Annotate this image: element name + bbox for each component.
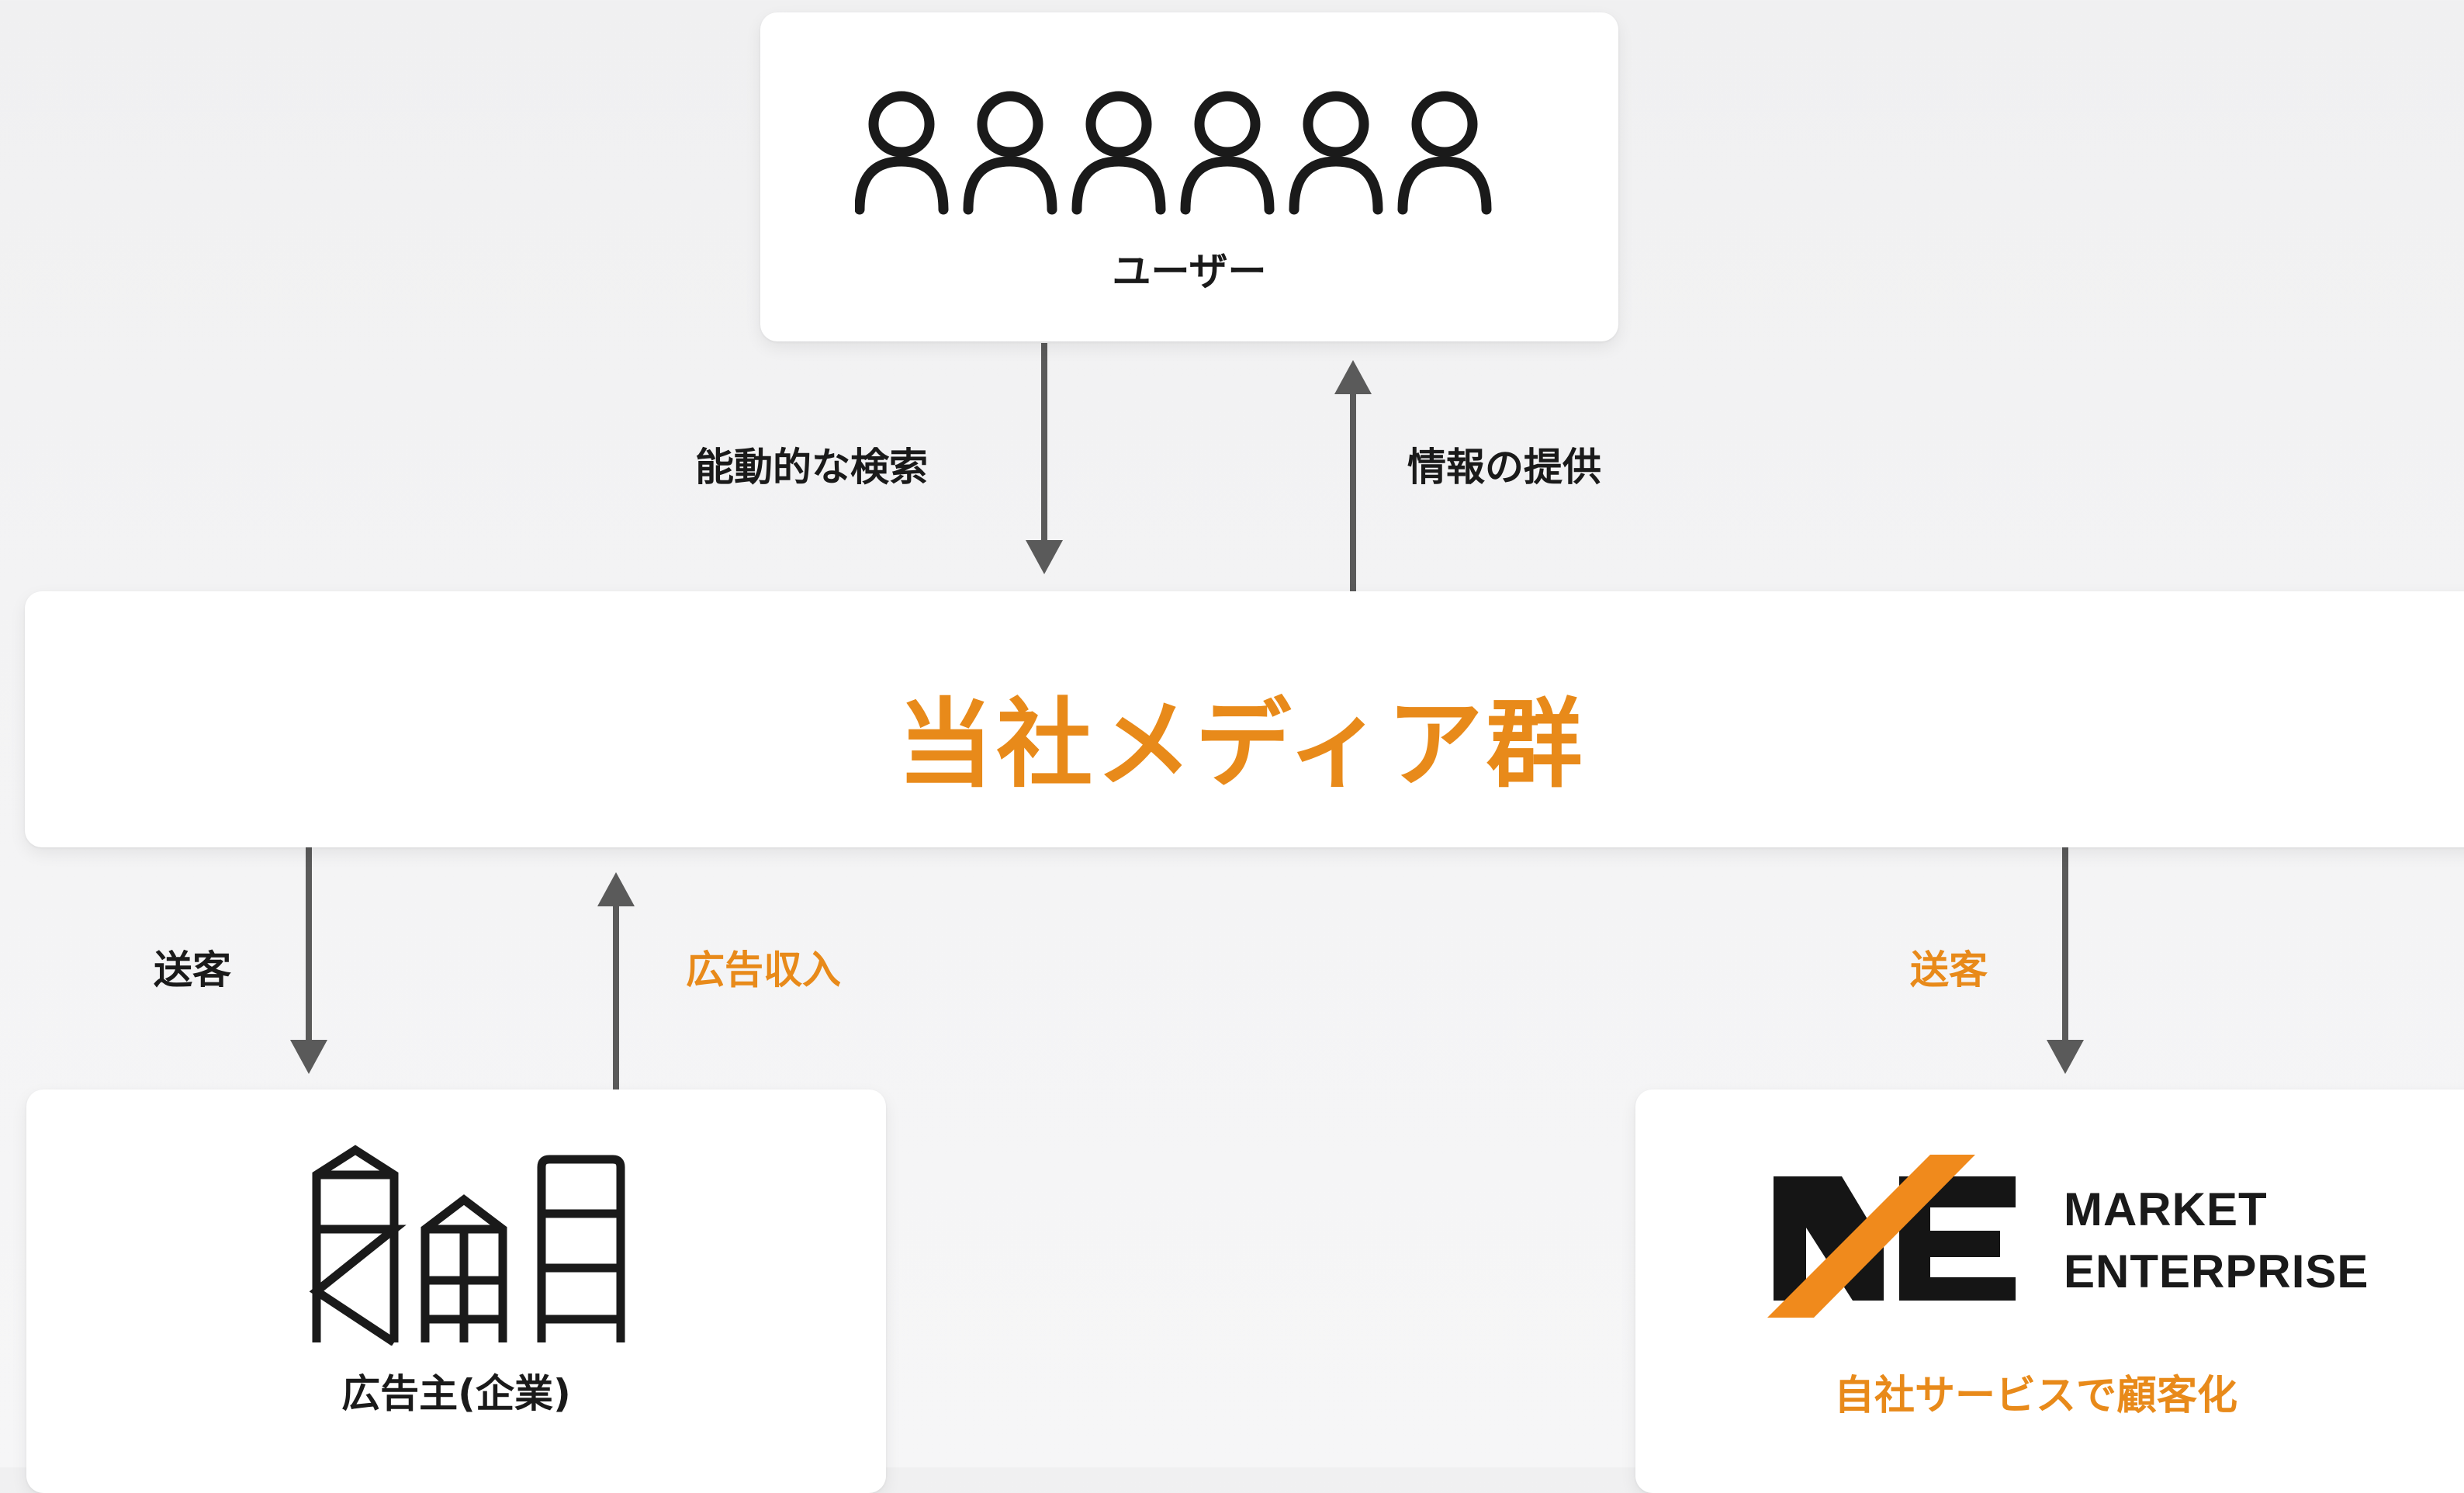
user-icon <box>1071 91 1166 215</box>
user-icon <box>1289 91 1383 215</box>
buildings-icon <box>309 1145 625 1346</box>
market-enterprise-title: 自社サービスで顧客化 <box>1833 1373 2237 1419</box>
edge-label-send-advertiser: 送客 <box>154 947 231 992</box>
advertiser-title: 広告主(企業) <box>341 1371 571 1416</box>
users-title: ユーザー <box>1112 249 1267 294</box>
market-enterprise-node: MARKET ENTERPRISE 自社サービスで顧客化 <box>1635 1089 2464 1493</box>
media-title: 当社メディア群 <box>897 689 1586 801</box>
user-icon <box>1397 91 1492 215</box>
edge-label-search: 能動的な検索 <box>695 445 928 490</box>
market-enterprise-logo-icon <box>1767 1155 2016 1318</box>
arrow-send-me-down <box>2047 847 2084 1074</box>
logo-text-market: MARKET <box>2064 1183 2268 1235</box>
edge-label-ad-revenue: 広告収入 <box>686 947 841 992</box>
user-icon <box>855 91 949 215</box>
arrow-info-up <box>1334 360 1372 591</box>
user-icon <box>1180 91 1275 215</box>
edge-label-info: 情報の提供 <box>1407 445 1601 490</box>
user-group-icon <box>855 91 1492 215</box>
users-node: ユーザー <box>760 12 1618 341</box>
arrow-search-down <box>1026 343 1063 574</box>
media-node: 当社メディア群 <box>25 591 2464 847</box>
arrow-ad-revenue-up <box>597 872 635 1089</box>
advertiser-node: 広告主(企業) <box>26 1089 886 1493</box>
edge-label-send-me: 送客 <box>1910 947 1988 992</box>
user-icon <box>963 91 1057 215</box>
arrow-send-advertiser-down <box>290 847 327 1074</box>
logo-text-enterprise: ENTERPRISE <box>2064 1245 2369 1297</box>
